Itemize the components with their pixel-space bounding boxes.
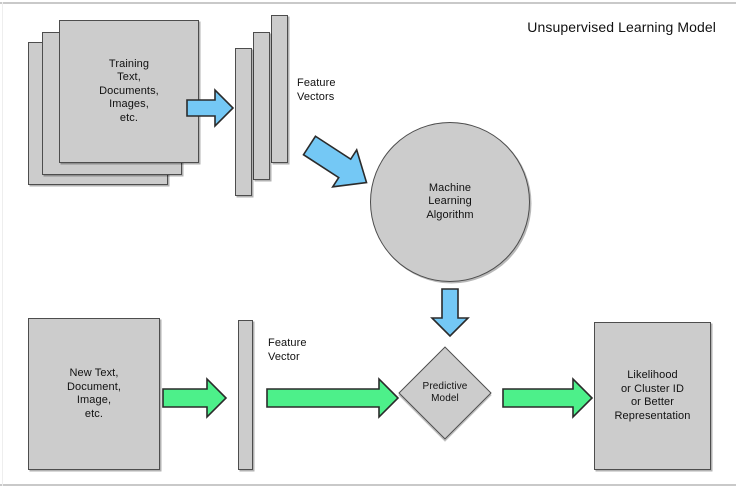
feature-vector-bar-back	[271, 15, 288, 163]
arrow-algorithm-to-model	[430, 288, 470, 338]
arrow-model-to-output	[502, 377, 594, 419]
predictive-model-label: Predictive Model	[422, 381, 468, 404]
predictive-model-text-wrap: Predictive Model	[405, 360, 485, 426]
arrow-vectors-to-algorithm	[300, 133, 376, 195]
feature-vector-bar-single	[238, 320, 253, 470]
bottom-divider	[0, 484, 736, 486]
output-label: Likelihood or Cluster ID or Better Repre…	[614, 369, 691, 422]
machine-learning-algorithm-node: Machine Learning Algorithm	[370, 122, 530, 282]
arrow-train-to-vectors	[186, 88, 235, 128]
arrow-new-input-to-vector	[162, 377, 228, 419]
left-edge	[2, 2, 3, 486]
algorithm-label: Machine Learning Algorithm	[426, 181, 474, 221]
feature-vectors-label: Feature Vectors	[297, 77, 336, 103]
training-sheet-front: Training Text, Documents, Images, etc.	[59, 20, 199, 163]
feature-vector-label: Feature Vector	[268, 337, 307, 363]
arrow-vector-to-model	[266, 377, 400, 419]
training-stack-label: Training Text, Documents, Images, etc.	[99, 57, 159, 124]
new-input-box: New Text, Document, Image, etc.	[28, 318, 160, 470]
top-divider	[0, 2, 736, 4]
output-box: Likelihood or Cluster ID or Better Repre…	[594, 322, 711, 470]
feature-vector-bar-front	[235, 48, 252, 196]
feature-vector-bar-middle	[253, 32, 270, 180]
new-input-label: New Text, Document, Image, etc.	[66, 367, 122, 420]
page-title: Unsupervised Learning Model	[527, 19, 716, 35]
